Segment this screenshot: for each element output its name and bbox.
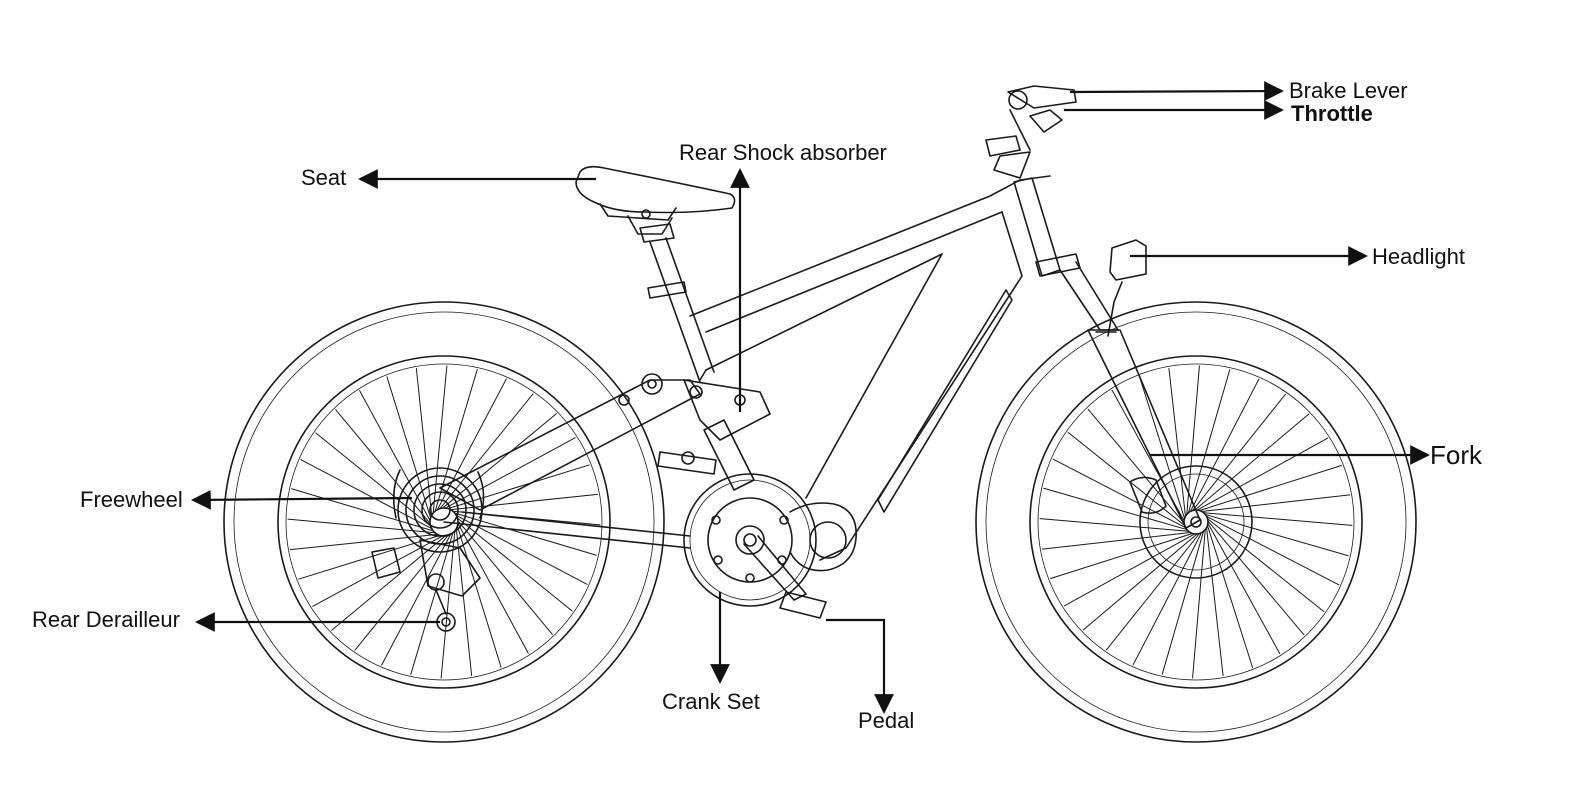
spoke (300, 459, 433, 530)
spoke (456, 517, 573, 612)
spoke (1041, 532, 1191, 550)
spoke (1039, 518, 1189, 532)
spoke (1199, 464, 1342, 512)
spoke (1187, 369, 1231, 514)
spoke (1207, 522, 1281, 655)
spoke (1196, 437, 1329, 511)
spoke (312, 535, 444, 607)
spoke (1189, 378, 1260, 512)
spoke (1207, 518, 1325, 612)
spoke (444, 437, 576, 509)
front-disc-brake (1129, 465, 1253, 579)
spoke (457, 520, 553, 635)
spoke (1168, 367, 1186, 517)
spoke (447, 464, 590, 510)
headlight-label: Headlight (1372, 244, 1465, 269)
brake-lever-leader (1069, 81, 1284, 101)
spoke (287, 518, 436, 534)
rear-derailleur (371, 539, 481, 632)
spoke (1206, 525, 1254, 668)
freewheel-leader (191, 489, 413, 510)
spoke (1207, 520, 1305, 636)
spoke (386, 376, 432, 519)
spoke (1201, 494, 1351, 512)
spoke (1043, 487, 1188, 531)
fork-label: Fork (1430, 440, 1482, 470)
spoke (410, 532, 454, 675)
spoke (298, 534, 441, 580)
seat (575, 165, 736, 235)
spoke (1067, 432, 1185, 526)
spoke (1106, 533, 1200, 651)
frame (439, 175, 1081, 561)
spoke (442, 413, 557, 509)
crank-set-label: Crank Set (662, 689, 760, 714)
spoke (1194, 413, 1310, 511)
spoke (1138, 376, 1186, 519)
spoke (1204, 513, 1349, 557)
spoke (1087, 408, 1185, 524)
spoke (1050, 532, 1193, 580)
spoke (432, 365, 448, 514)
rear-derailleur-label: Rear Derailleur (32, 607, 180, 632)
spoke (1063, 533, 1196, 607)
brake-lever-label: Brake Lever (1289, 78, 1408, 103)
spoke (331, 535, 446, 631)
spoke (359, 390, 431, 522)
headlight (1107, 239, 1147, 337)
seat-label: Seat (301, 165, 347, 190)
freewheel-cassette (392, 467, 485, 553)
pedal-leader (826, 618, 894, 714)
handlebar (985, 85, 1077, 179)
spoke (1132, 532, 1203, 666)
spoke (415, 367, 433, 516)
mid-drive-motor (789, 502, 857, 572)
spoke (1206, 527, 1224, 677)
spoke (1161, 530, 1205, 675)
spoke (439, 393, 534, 510)
spoke (1192, 529, 1206, 679)
spoke (457, 522, 529, 654)
freewheel-label: Freewheel (80, 487, 183, 512)
spoke (354, 534, 449, 651)
spoke (1052, 458, 1186, 529)
spoke (440, 530, 456, 679)
spoke (1206, 515, 1340, 586)
front-wheel (975, 301, 1417, 743)
pedal-label: Pedal (858, 708, 915, 733)
spoke (315, 432, 432, 527)
spoke (291, 488, 434, 532)
spoke (289, 533, 438, 551)
spoke (381, 533, 452, 666)
spoke (436, 378, 507, 511)
spoke (1082, 533, 1198, 631)
throttle-label: Throttle (1291, 101, 1373, 126)
spoke (455, 528, 473, 677)
spoke (454, 512, 597, 556)
spoke (1186, 365, 1200, 515)
spoke (1203, 512, 1353, 526)
spoke (456, 525, 502, 668)
spoke (1192, 393, 1286, 511)
crank-set (683, 473, 827, 619)
rear-shock-label: Rear Shock absorber (679, 140, 887, 165)
